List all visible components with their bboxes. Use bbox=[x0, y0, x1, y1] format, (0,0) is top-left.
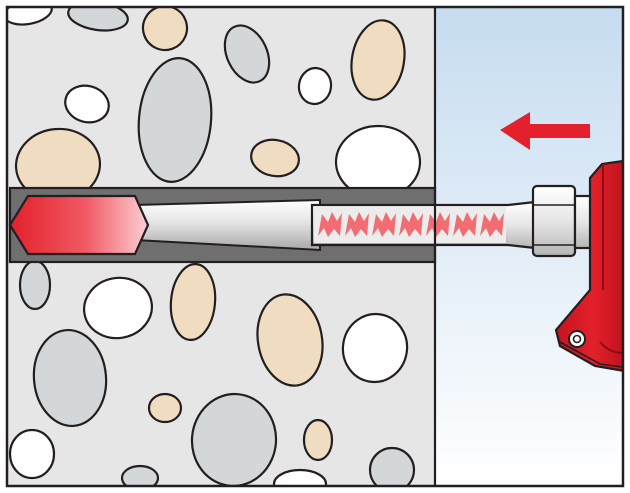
aggregate-stone bbox=[223, 24, 271, 84]
borehole-end bbox=[8, 194, 150, 256]
aggregate-stone bbox=[83, 276, 153, 340]
aggregate-stone bbox=[272, 468, 328, 486]
mixing-blade bbox=[399, 212, 423, 237]
aggregate-stone bbox=[8, 428, 56, 480]
aggregate-stone bbox=[169, 262, 217, 342]
aggregate-stone bbox=[18, 259, 52, 311]
aggregate-stone bbox=[137, 57, 213, 183]
aggregate-stone bbox=[147, 392, 183, 424]
mixing-blade bbox=[453, 212, 477, 237]
mortar-fill bbox=[134, 198, 321, 252]
aggregate-stone bbox=[67, 7, 129, 32]
aggregate-stone bbox=[32, 328, 108, 428]
aggregate-stone bbox=[256, 293, 324, 387]
aggregate-stone bbox=[341, 312, 409, 384]
mixing-blade bbox=[372, 212, 396, 237]
mixing-blade bbox=[318, 212, 342, 237]
aggregate-stone bbox=[350, 19, 406, 101]
mixing-blade bbox=[345, 212, 369, 237]
mixing-blade bbox=[426, 212, 450, 237]
mixing-blade bbox=[480, 212, 504, 237]
aggregate-stone bbox=[368, 446, 416, 486]
mixer-nozzle bbox=[310, 184, 595, 258]
frame-border bbox=[5, 5, 625, 488]
mixing-element-pattern bbox=[318, 212, 504, 237]
dispenser bbox=[554, 159, 623, 372]
aggregate-stone bbox=[120, 464, 160, 486]
aggregate-stone bbox=[297, 66, 333, 106]
aggregate-stone bbox=[64, 84, 110, 124]
aggregate-stone bbox=[250, 138, 300, 178]
aggregate-stone bbox=[302, 418, 334, 462]
direction-arrow bbox=[500, 112, 590, 150]
